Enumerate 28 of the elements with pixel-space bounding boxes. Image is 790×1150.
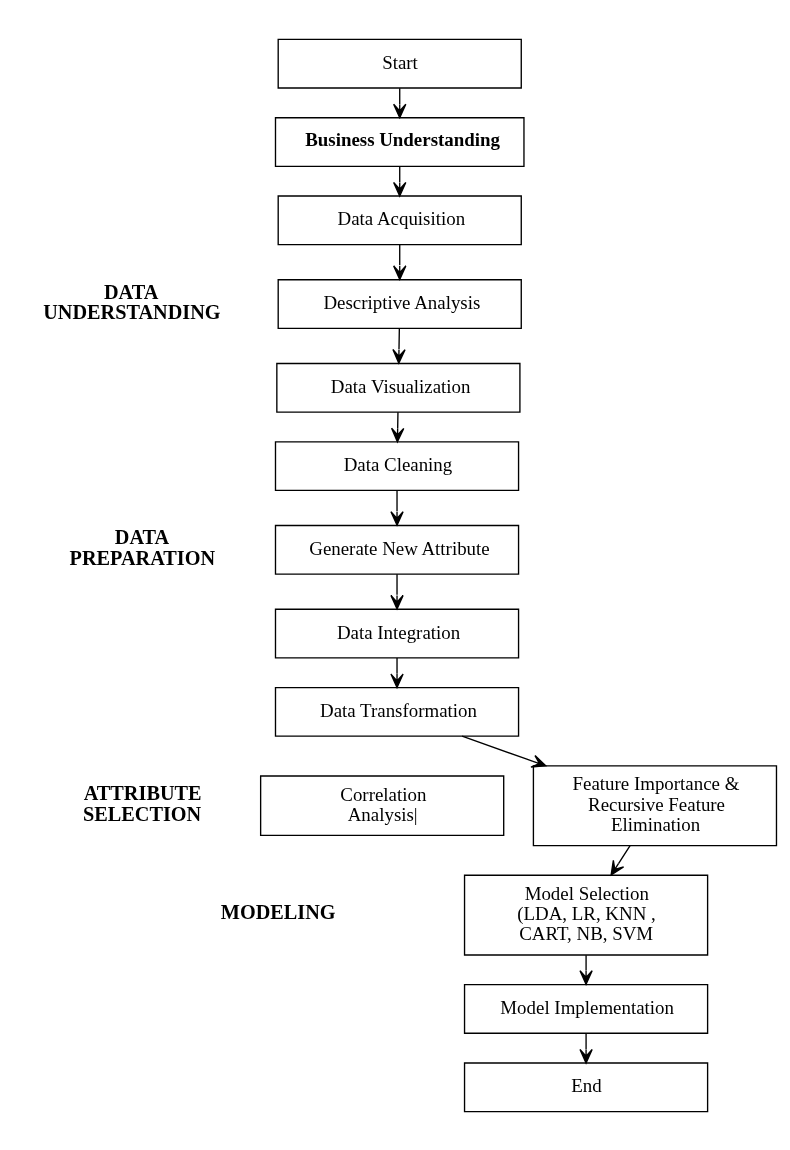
label: ATTRIBUTE SELECTION: [83, 781, 202, 825]
node-box: Data Transformation: [274, 686, 520, 737]
node-box: Feature Importance & Recursive Feature Elimination: [532, 764, 778, 846]
node-box: Model Selection (LDA, LR, KNN , CART, NB, SVM: [463, 874, 709, 956]
arrow: [392, 327, 406, 364]
node-box: Model Implementation: [463, 983, 709, 1034]
node-box: Business Understanding: [274, 116, 525, 167]
arrow: [579, 953, 593, 985]
node-box: Data Acquisition: [277, 194, 522, 245]
node-box: Data Integration: [274, 608, 520, 659]
arrow: [610, 844, 631, 876]
node-box: Data Visualization: [276, 362, 521, 413]
node-box: Correlation Analysis|: [259, 774, 505, 836]
node-box: End: [463, 1061, 709, 1112]
arrow: [461, 735, 547, 768]
node-box: Descriptive Analysis: [277, 278, 522, 329]
arrow: [392, 243, 407, 280]
arrow: [390, 656, 404, 688]
arrow: [390, 489, 404, 526]
node-box: Generate New Attribute: [274, 524, 520, 575]
arrow: [579, 1032, 593, 1064]
node-box: Start: [277, 38, 522, 89]
label: DATA PREPARATION: [69, 525, 216, 569]
arrow: [390, 411, 405, 442]
label: DATA UNDERSTANDING: [43, 280, 221, 323]
label: MODELING: [220, 899, 336, 922]
node-box: Data Cleaning: [274, 440, 520, 491]
arrow: [390, 573, 404, 610]
